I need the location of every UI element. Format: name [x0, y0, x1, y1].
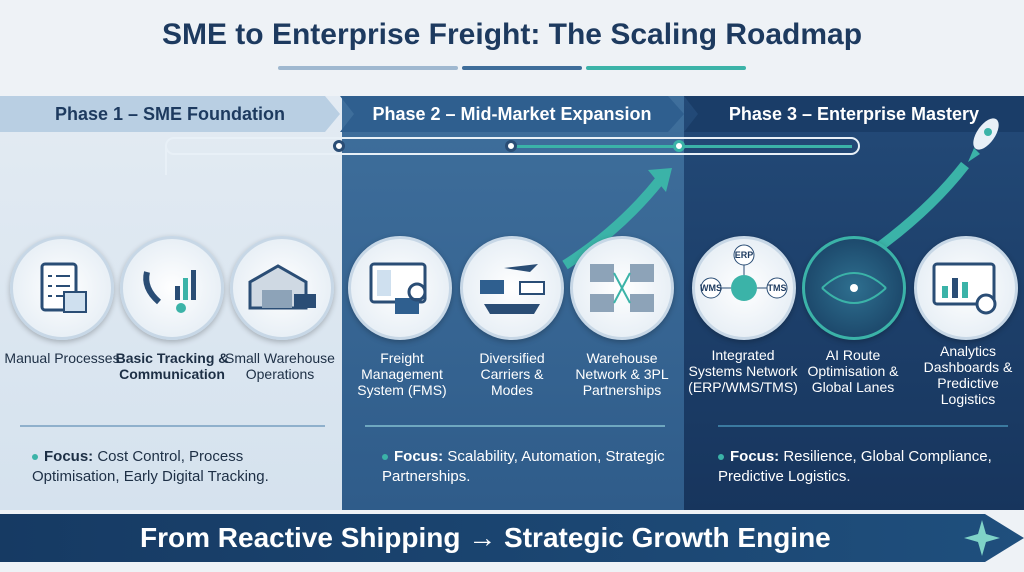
- fms-software-icon: [348, 236, 452, 340]
- divider: [365, 425, 665, 427]
- banner-text: From Reactive Shipping → Strategic Growt…: [140, 522, 831, 553]
- phase-3-header: Phase 3 – Enterprise Mastery: [684, 96, 1024, 132]
- focus-label: Focus:: [44, 448, 94, 465]
- carriers-modes-icon: [460, 236, 564, 340]
- item-label: Warehouse Network & 3PL Partnerships: [575, 350, 669, 398]
- phase-2-focus: Focus: Scalability, Automation, Strategi…: [382, 447, 672, 487]
- milestone-dot: [673, 140, 685, 152]
- bullet-icon: [32, 454, 38, 461]
- tms-node: TMS: [768, 283, 787, 293]
- bullet-icon: [382, 454, 388, 461]
- focus-label: Focus:: [394, 448, 444, 465]
- growth-arrow-icon: [872, 161, 969, 255]
- focus-label: Focus:: [730, 448, 780, 465]
- focus-text: Cost Control, Process Optimisation, Earl…: [32, 448, 269, 485]
- manual-processes-icon: [10, 236, 114, 340]
- milestone-dot: [333, 140, 345, 152]
- title-underline: [462, 66, 582, 70]
- tracking-communication-icon: [120, 236, 224, 340]
- page-title: SME to Enterprise Freight: The Scaling R…: [161, 18, 863, 51]
- track-down-arrow: [165, 145, 167, 175]
- rocket-icon: [968, 118, 999, 162]
- title-underline: [586, 66, 746, 70]
- focus-text: Scalability, Automation, Strategic Partn…: [382, 448, 665, 485]
- item-label: Diversified Carriers & Modes: [479, 350, 545, 398]
- item-label: Analytics Dashboards & Predictive Logist…: [923, 343, 1013, 407]
- divider: [20, 425, 325, 427]
- integrated-systems-icon: ERP WMS TMS: [692, 236, 796, 340]
- growth-arrow-icon: [562, 168, 672, 270]
- divider: [718, 425, 1008, 427]
- phase-1-header: Phase 1 – SME Foundation: [0, 96, 340, 132]
- small-warehouse-icon: [230, 236, 334, 340]
- item-label: AI Route Optimisation & Global Lanes: [807, 347, 899, 395]
- item-label: Small Warehouse Operations: [225, 350, 335, 382]
- bullet-icon: [718, 454, 724, 461]
- bottom-banner: From Reactive Shipping → Strategic Growt…: [0, 514, 1024, 562]
- analytics-dashboard-icon: [914, 236, 1018, 340]
- item-label: Manual Processes: [4, 350, 120, 366]
- phase-2-header: Phase 2 – Mid-Market Expansion: [340, 96, 684, 132]
- sparkle-icon: [964, 520, 1000, 556]
- warehouse-network-icon: [570, 236, 674, 340]
- title-underline: [278, 66, 458, 70]
- erp-node: ERP: [735, 250, 754, 260]
- item-label: Integrated Systems Network (ERP/WMS/TMS): [688, 347, 798, 395]
- item-label: Basic Tracking & Communication: [115, 350, 229, 382]
- global-route-icon: [802, 236, 906, 340]
- phase-3-focus: Focus: Resilience, Global Compliance, Pr…: [718, 447, 1008, 487]
- phase-1-focus: Focus: Cost Control, Process Optimisatio…: [32, 447, 332, 487]
- item-label: Freight Management System (FMS): [357, 350, 447, 398]
- wms-node: WMS: [700, 283, 722, 293]
- focus-text: Resilience, Global Compliance, Predictiv…: [718, 448, 992, 485]
- milestone-dot: [505, 140, 517, 152]
